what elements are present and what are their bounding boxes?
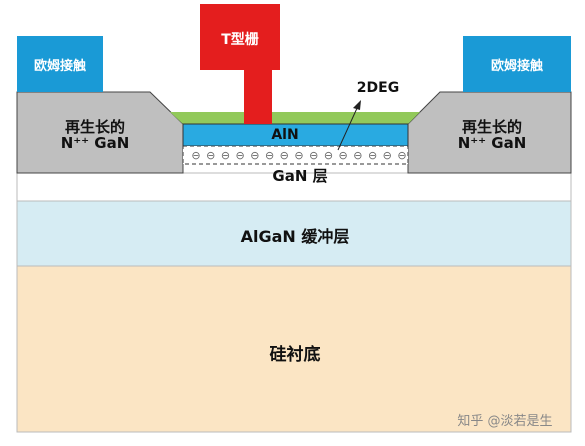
- aln-label: AlN: [271, 127, 299, 143]
- electron-icon: ⊖: [265, 149, 274, 162]
- silicon-substrate: [16, 265, 572, 433]
- gan-layer-label: GaN 层: [272, 167, 328, 185]
- two-deg-arrowhead: [353, 100, 361, 110]
- passivation-layer: [170, 112, 420, 124]
- gate-label: T型栅: [221, 32, 259, 48]
- buffer-label: AlGaN 缓冲层: [240, 227, 350, 246]
- algan-buffer-layer: [16, 200, 572, 267]
- electron-icon: ⊖: [236, 149, 245, 162]
- electron-icon: ⊖: [383, 149, 392, 162]
- electron-icon: ⊖: [353, 149, 362, 162]
- substrate-label: 硅衬底: [269, 345, 321, 365]
- t-gate: [200, 4, 280, 124]
- ohmic-label-right: 欧姆接触: [490, 59, 543, 74]
- ohmic-contact-right: [463, 36, 571, 92]
- electron-icon: ⊖: [339, 149, 348, 162]
- electron-icon: ⊖: [280, 149, 289, 162]
- electron-icon: ⊖: [221, 149, 230, 162]
- gan-channel-layer: [16, 172, 572, 202]
- ohmic-label-left: 欧姆接触: [33, 59, 86, 74]
- watermark: 知乎 @淡若是生: [457, 414, 553, 429]
- electron-icon: ⊖: [250, 149, 259, 162]
- two-deg-arrow: [337, 105, 359, 151]
- electron-icon: ⊖: [309, 149, 318, 162]
- electron-icon: ⊖: [368, 149, 377, 162]
- electron-row: ⊖ ⊖ ⊖ ⊖ ⊖ ⊖ ⊖ ⊖ ⊖ ⊖ ⊖ ⊖ ⊖ ⊖ ⊖: [191, 149, 406, 162]
- regrowth-label-right-line1: 再生长的: [461, 118, 522, 136]
- ohmic-contact-left: [17, 36, 103, 92]
- regrowth-label-left-line1: 再生长的: [64, 118, 125, 136]
- two-deg-region: [182, 145, 409, 165]
- electron-icon: ⊖: [324, 149, 333, 162]
- regrowth-label-left-line2: N⁺⁺ GaN: [60, 134, 130, 152]
- two-deg-label: 2DEG: [356, 80, 400, 96]
- electron-icon: ⊖: [206, 149, 215, 162]
- electron-icon: ⊖: [397, 149, 406, 162]
- electron-icon: ⊖: [294, 149, 303, 162]
- regrowth-label-right-line2: N⁺⁺ GaN: [457, 134, 527, 152]
- electron-icon: ⊖: [191, 149, 200, 162]
